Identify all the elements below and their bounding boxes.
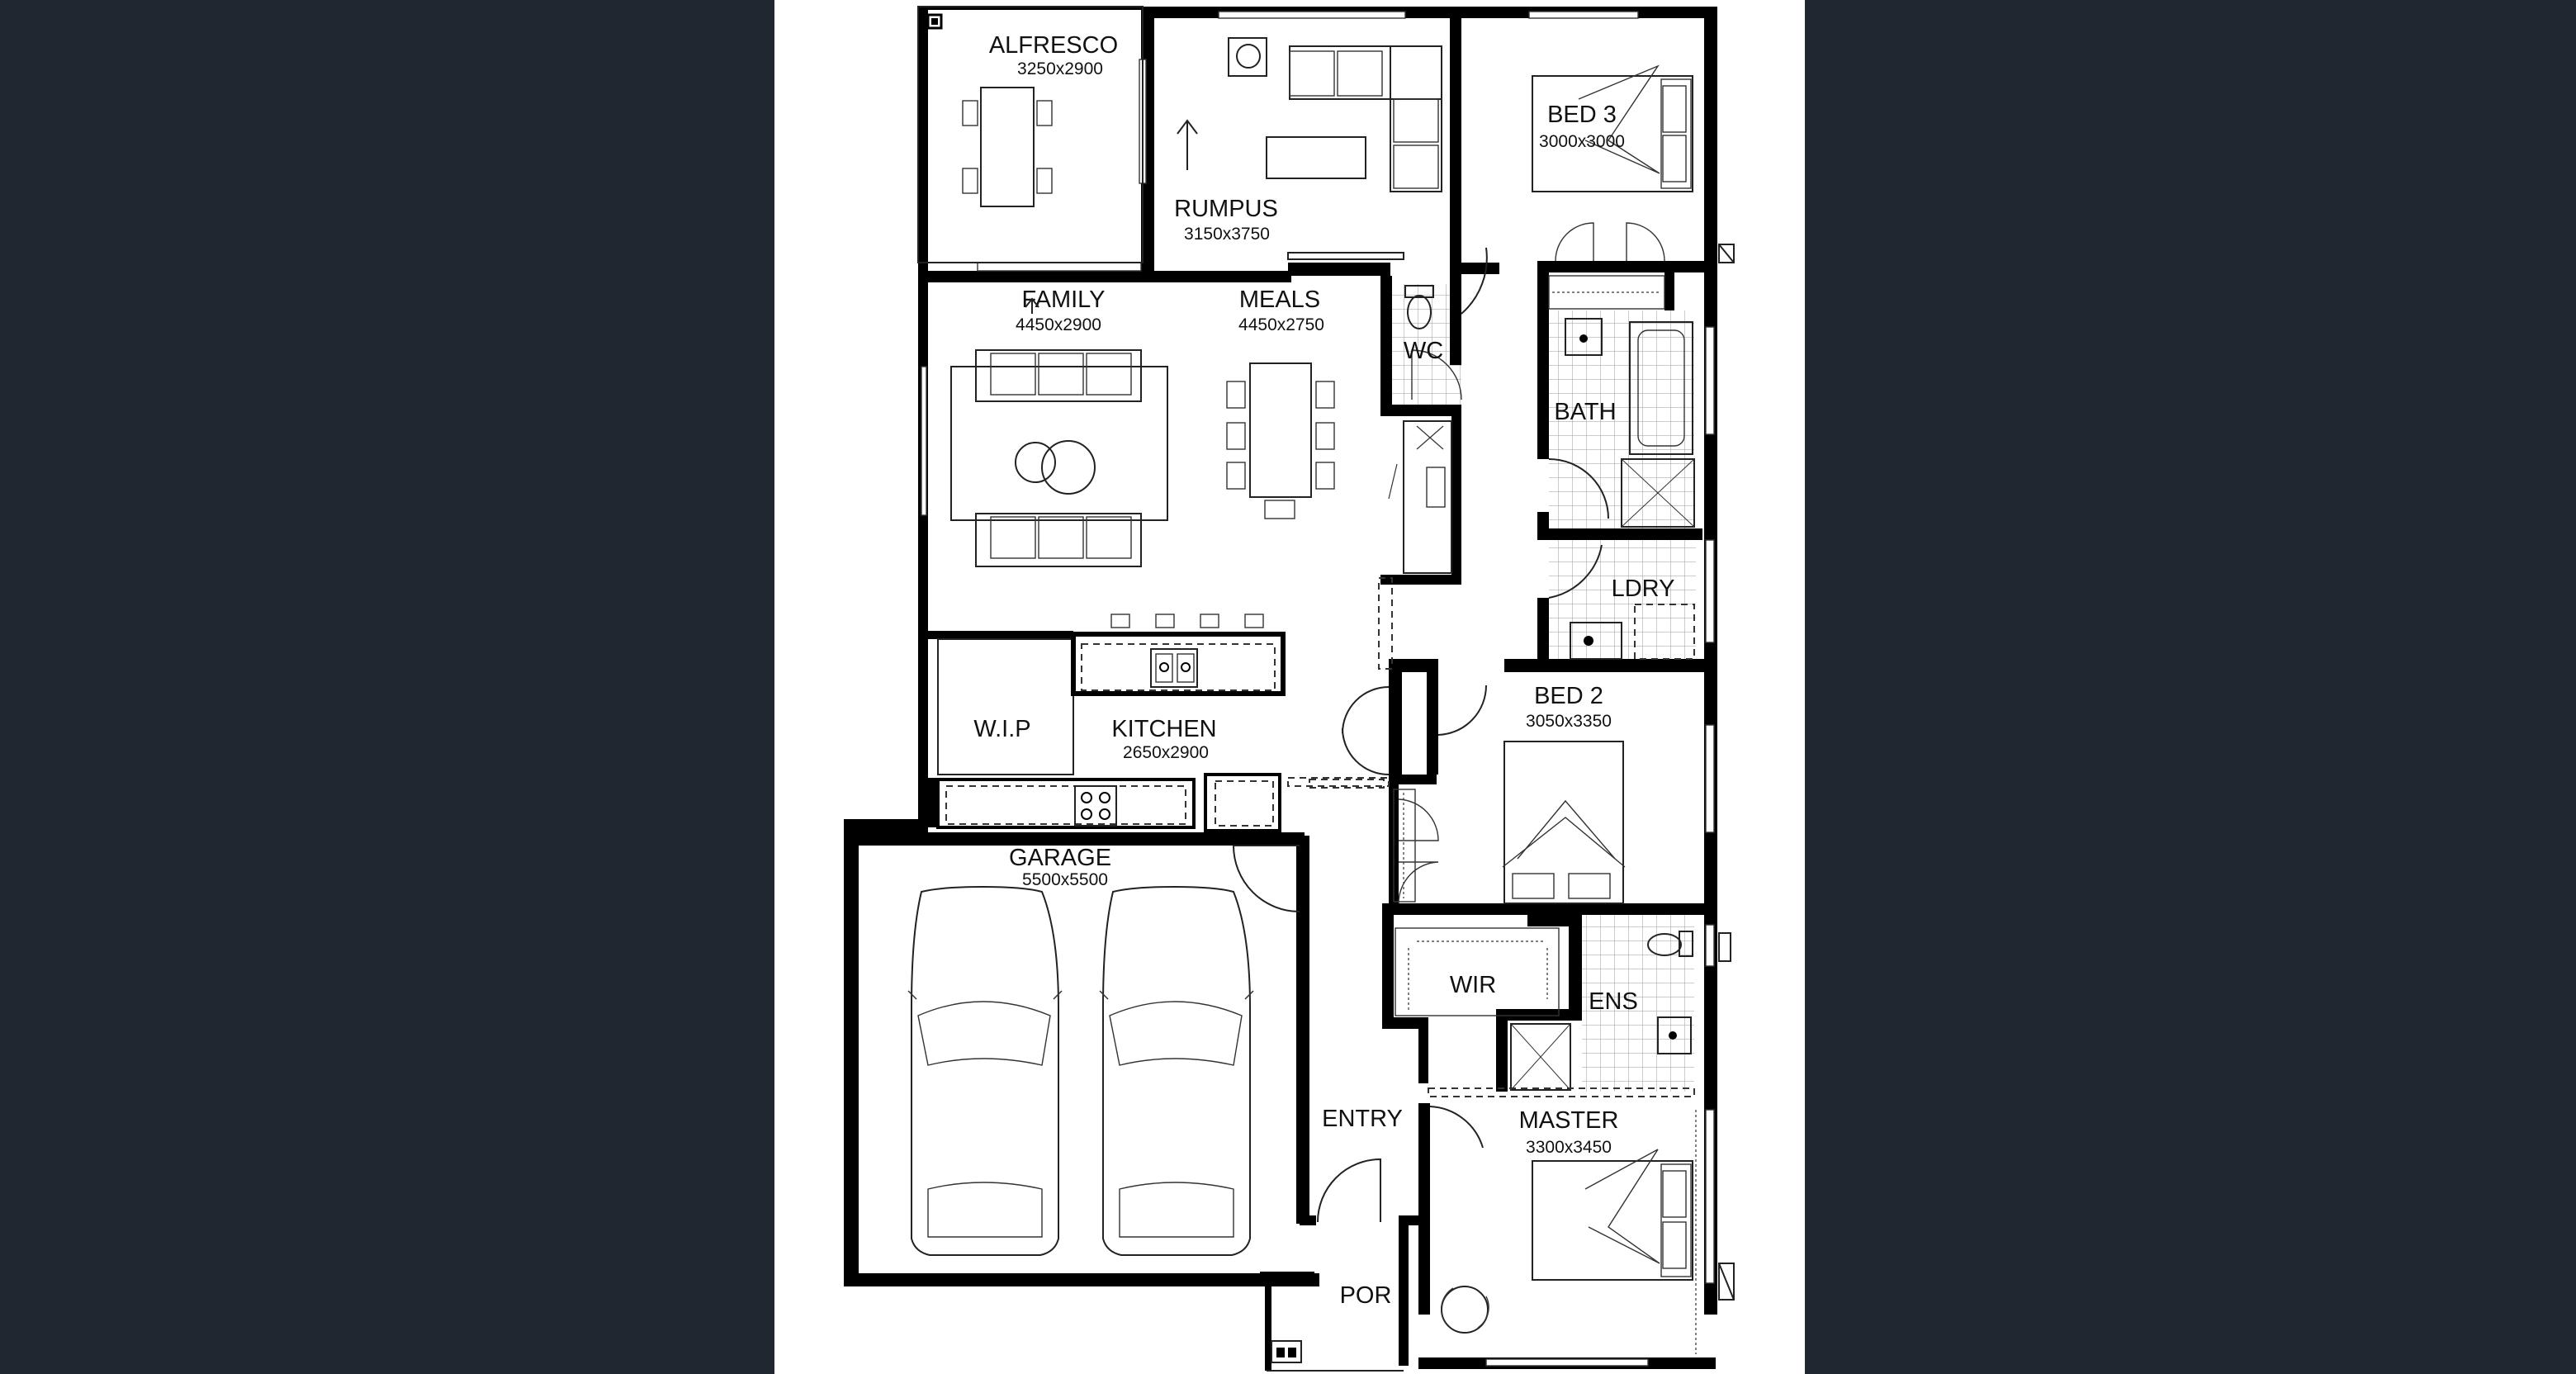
alfresco-dims: 3250x2900 xyxy=(1017,59,1103,78)
bathtub-icon xyxy=(1629,321,1693,455)
kitchen-dims: 2650x2900 xyxy=(1123,743,1209,762)
alfresco-label: ALFRESCO xyxy=(989,32,1118,59)
bed2-room: BED 2 3050x3350 xyxy=(1393,683,1626,904)
master-label: MASTER xyxy=(1519,1107,1619,1134)
alfresco-table xyxy=(962,87,1053,207)
entry-label: ENTRY xyxy=(1322,1106,1403,1132)
sink-icon xyxy=(1565,318,1603,356)
sofa xyxy=(1289,45,1442,192)
rumpus-dims: 3150x3750 xyxy=(1184,225,1270,244)
bed3-bed xyxy=(1532,75,1693,192)
wc-label: WC xyxy=(1404,338,1443,364)
wir-room: WIR xyxy=(1395,927,1560,1016)
ens-label: ENS xyxy=(1589,988,1638,1015)
wc-room: WC xyxy=(1404,247,1488,400)
bed2-dims: 3050x3350 xyxy=(1526,712,1612,731)
armchair xyxy=(1441,1286,1489,1334)
master-dims: 3300x3450 xyxy=(1526,1138,1612,1157)
bed3-dims: 3000x3000 xyxy=(1539,132,1625,151)
bath-label: BATH xyxy=(1554,399,1616,425)
family-sofa-top xyxy=(975,349,1142,402)
floor-plan-sheet: ALFRESCO 3250x2900 xyxy=(774,0,1805,1374)
dining-table xyxy=(1249,362,1312,498)
bed3-room: BED 3 3000x3000 xyxy=(1532,64,1735,310)
bed2-label: BED 2 xyxy=(1534,683,1603,709)
entry-area: ENTRY xyxy=(1309,779,1484,1223)
up-arrow-icon xyxy=(1177,119,1198,170)
garage-room: GARAGE 5500x5500 xyxy=(907,845,1300,1256)
ldry-label: LDRY xyxy=(1612,576,1675,602)
bed3-label: BED 3 xyxy=(1547,102,1617,128)
walls xyxy=(844,7,1717,1371)
kitchen-room: W.I.P KITCHEN 2650x2900 xyxy=(936,614,1390,832)
family-sofa-bottom xyxy=(975,513,1142,567)
meals-label: MEALS xyxy=(1239,287,1320,313)
wir-label: WIR xyxy=(1450,972,1496,998)
toilet-icon xyxy=(1404,285,1434,329)
sink-icon xyxy=(1657,1016,1692,1054)
master-bed xyxy=(1532,1160,1693,1281)
porch-area: POR xyxy=(1267,1282,1404,1372)
armchair xyxy=(1228,37,1267,77)
kitchen-label: KITCHEN xyxy=(1111,716,1216,742)
car-icon xyxy=(907,885,1063,1256)
tv-unit xyxy=(1287,252,1404,260)
meals-room: MEALS 4450x2750 xyxy=(1226,287,1452,670)
por-label: POR xyxy=(1340,1282,1392,1309)
ensuite-shower xyxy=(1510,1023,1571,1091)
shower xyxy=(1621,458,1695,528)
family-rug xyxy=(950,366,1168,521)
family-label: FAMILY xyxy=(1022,287,1106,313)
rumpus-label: RUMPUS xyxy=(1174,196,1278,222)
alfresco-area: ALFRESCO 3250x2900 xyxy=(917,6,1144,263)
kitchen-bench xyxy=(936,773,1281,832)
bed2-bed xyxy=(1503,741,1624,904)
coffee-table xyxy=(1266,136,1366,179)
meals-dims: 4450x2750 xyxy=(1238,315,1324,334)
wip-label: W.I.P xyxy=(973,716,1030,742)
ensuite-tiles xyxy=(1582,913,1694,1092)
master-room: MASTER 3300x3450 xyxy=(1441,1107,1735,1354)
rumpus-room: RUMPUS 3150x3750 xyxy=(1174,37,1442,260)
garage-dims: 5500x5500 xyxy=(1022,870,1108,889)
family-room: FAMILY 4450x2900 xyxy=(950,287,1168,567)
toilet-icon xyxy=(1647,931,1693,957)
floor-plan-drawing: ALFRESCO 3250x2900 xyxy=(844,6,1735,1372)
ensuite-room: ENS xyxy=(1428,931,1731,1097)
car-icon xyxy=(1099,885,1254,1256)
kitchen-island xyxy=(1071,614,1286,696)
family-dims: 4450x2900 xyxy=(1016,315,1101,334)
garage-label: GARAGE xyxy=(1009,845,1111,871)
laundry-room: LDRY xyxy=(1548,544,1695,660)
bath-room: BATH xyxy=(1548,318,1695,528)
